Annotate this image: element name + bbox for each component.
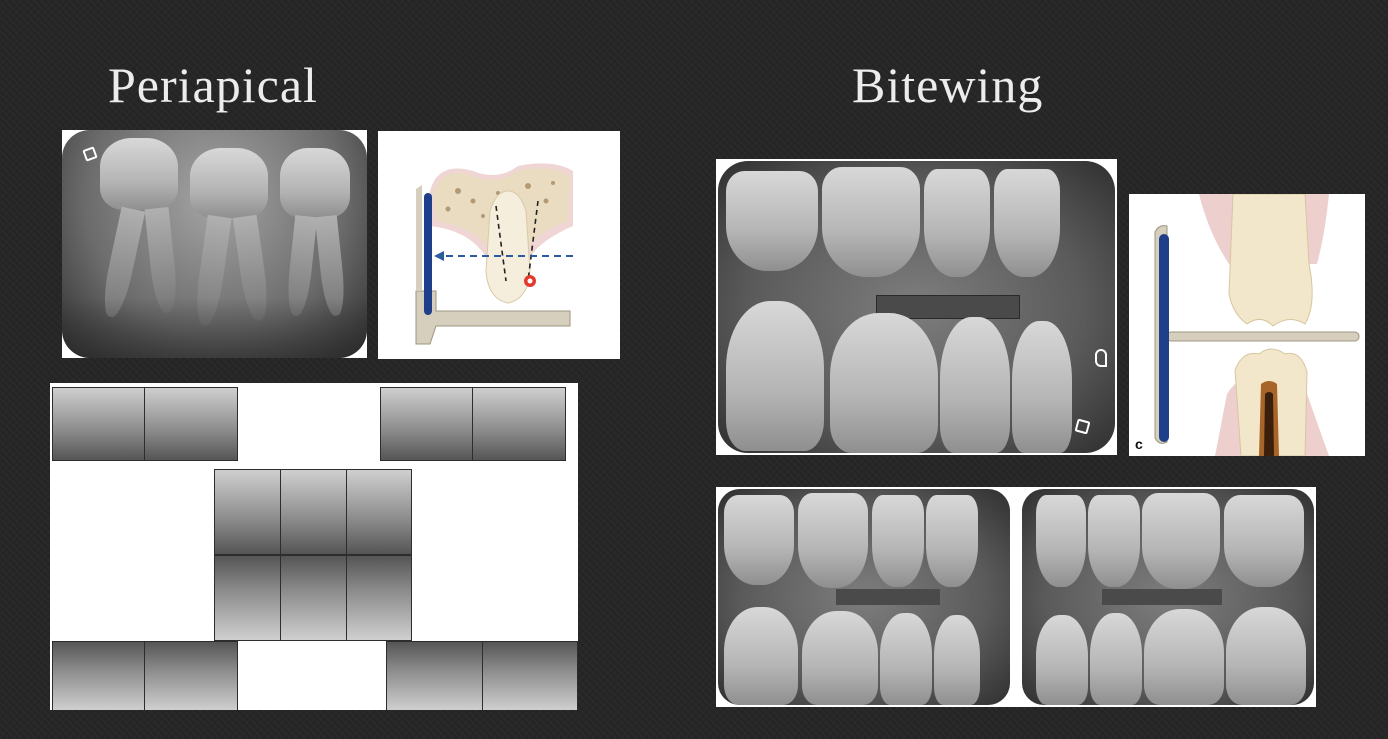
periapical-radiograph	[62, 130, 367, 358]
bitewing-diagram-svg	[1154, 194, 1360, 456]
periapical-diagram-svg	[415, 163, 573, 345]
bitewing-left	[718, 489, 1010, 705]
bitewing-right	[1022, 489, 1314, 705]
bitewing-radiograph	[716, 159, 1117, 455]
bitewing-pair	[716, 487, 1316, 707]
diagram-label-c: c	[1135, 436, 1143, 452]
periapical-technique-diagram	[378, 131, 620, 359]
periapical-heading: Periapical	[108, 57, 318, 113]
bitewing-technique-diagram: c	[1129, 194, 1365, 456]
full-mouth-series	[50, 383, 578, 710]
bitewing-heading: Bitewing	[852, 57, 1044, 113]
film-clip-icon	[1095, 349, 1107, 367]
